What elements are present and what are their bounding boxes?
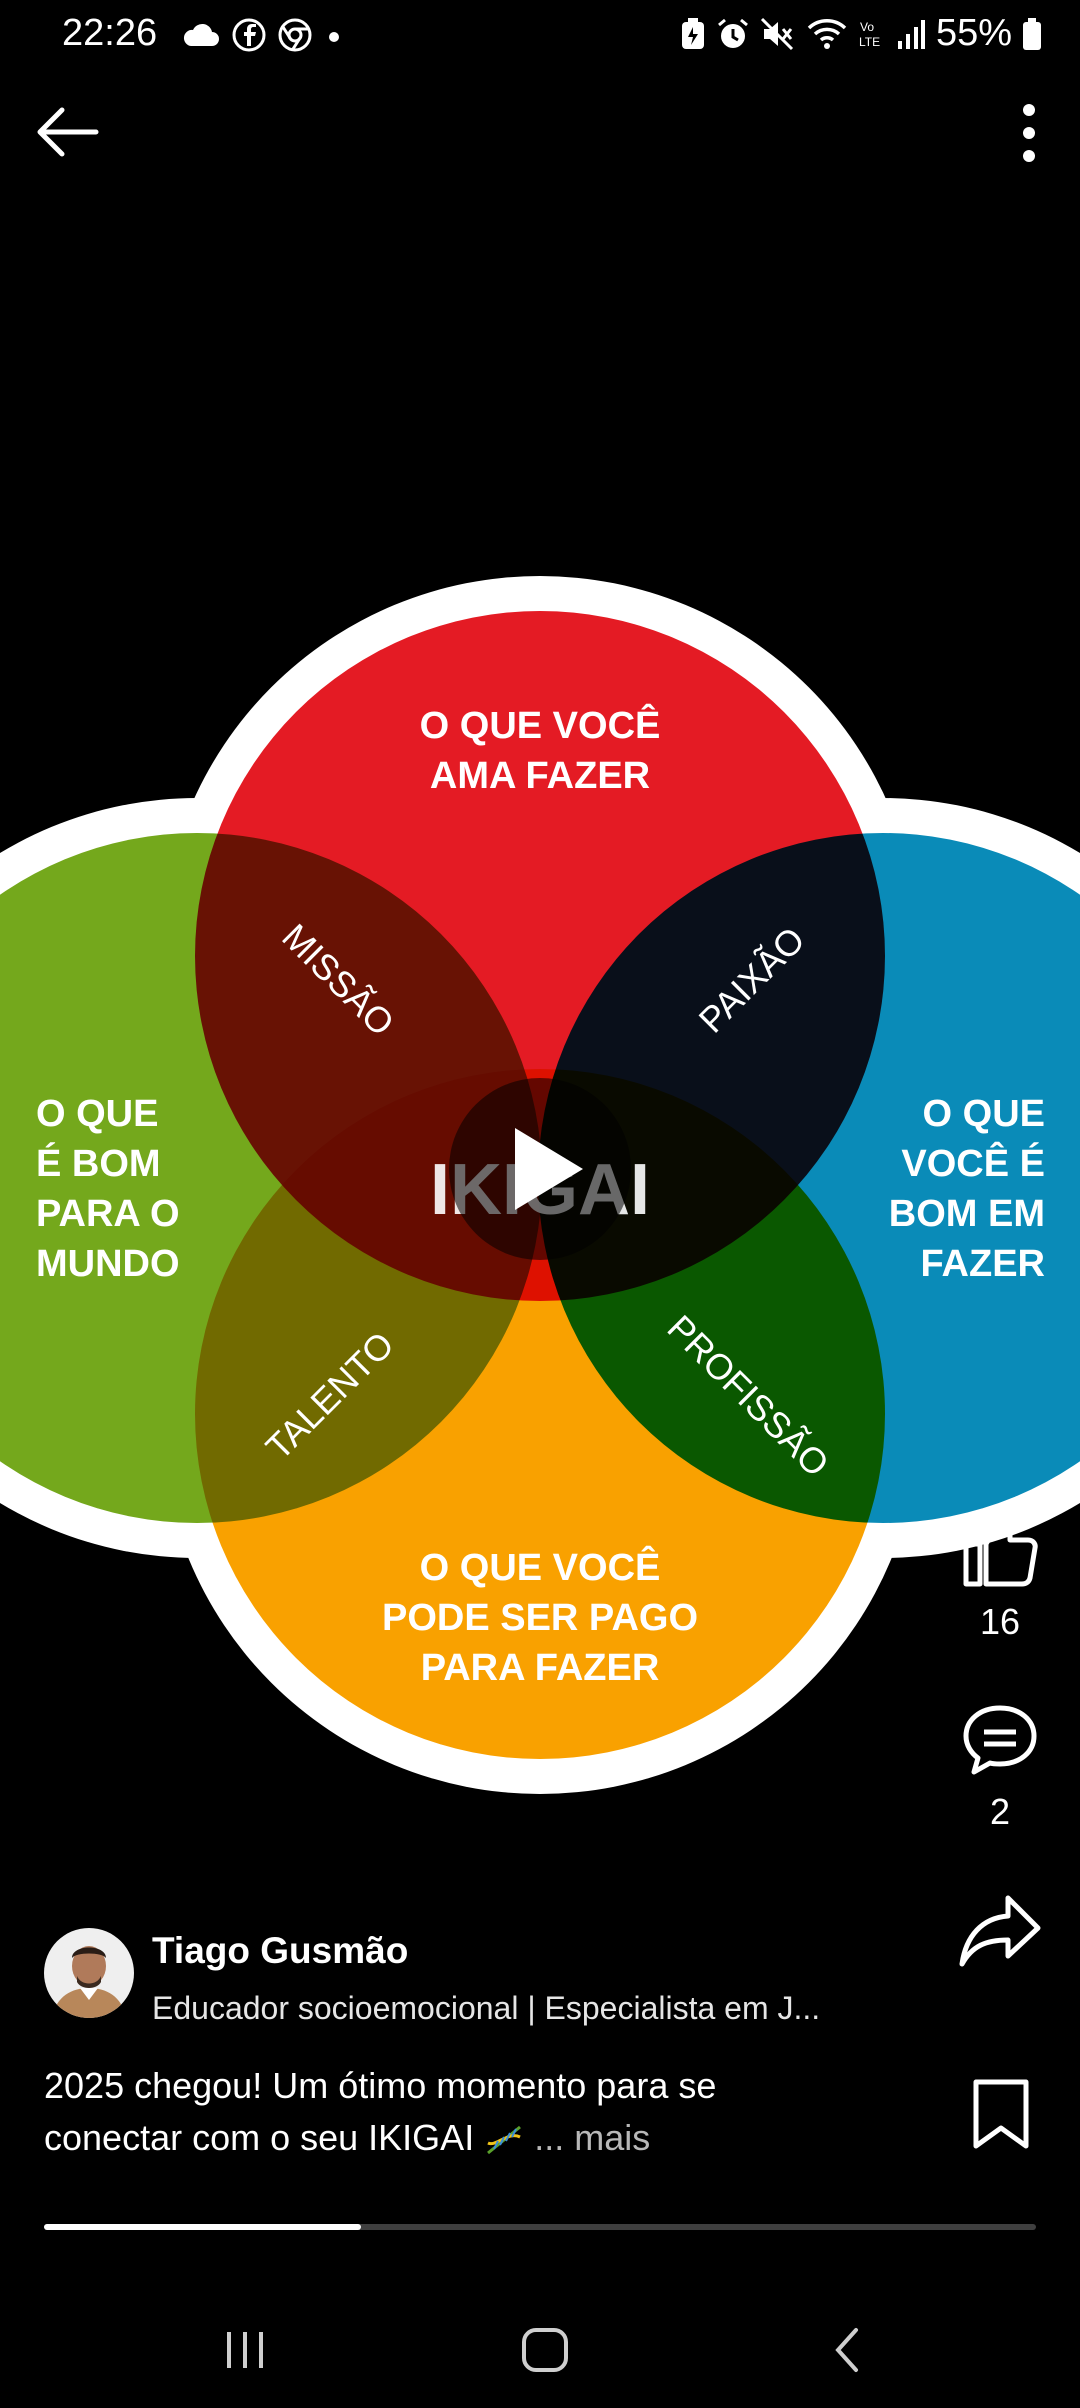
caption-line-2: conectar com o seu IKIGAI	[44, 2117, 475, 2158]
save-button[interactable]	[970, 2076, 1032, 2152]
svg-text:LTE: LTE	[859, 35, 880, 49]
caption[interactable]: 2025 chegou! Um ótimo momento para se co…	[44, 2060, 804, 2164]
battery-percent: 55%	[935, 12, 1012, 54]
comment-count: 2	[989, 1791, 1011, 1832]
see-more-link[interactable]: ... mais	[534, 2117, 651, 2158]
svg-text:Vo: Vo	[860, 20, 874, 34]
author-headline: Educador socioemocional | Especialista e…	[152, 1990, 821, 2026]
more-vertical-icon	[1023, 104, 1035, 162]
label-good-at-1: O QUE	[923, 1093, 1045, 1135]
label-paid-2: PODE SER PAGO	[382, 1597, 698, 1639]
share-icon	[959, 1895, 1041, 1967]
battery-saver-icon	[681, 17, 704, 49]
label-good-at-2: VOCÊ É	[901, 1141, 1045, 1185]
comment-button[interactable]: 2	[920, 1700, 1080, 1833]
top-bar	[0, 92, 1080, 174]
status-time: 22:26	[62, 12, 158, 54]
label-good-at-3: BOM EM	[889, 1193, 1045, 1235]
label-world-3: PARA O	[36, 1193, 180, 1235]
comment-icon	[963, 1705, 1037, 1775]
like-count: 16	[979, 1601, 1021, 1642]
system-nav-bar	[0, 2290, 1080, 2408]
caption-line-1: 2025 chegou! Um ótimo momento para se	[44, 2065, 717, 2106]
video-player[interactable]: O QUE VOCÊ AMA FAZER O QUE É BOM PARA O …	[0, 560, 1080, 1800]
video-progress-fill	[44, 2224, 362, 2230]
video-progress-bar[interactable]	[44, 2224, 1036, 2230]
dot-icon	[329, 32, 339, 42]
ikigai-diagram	[0, 611, 1080, 1759]
label-world-1: O QUE	[36, 1093, 158, 1135]
label-paid-3: PARA FAZER	[421, 1647, 660, 1689]
label-world-2: É BOM	[36, 1141, 161, 1185]
nav-back-icon	[835, 2328, 858, 2372]
dna-icon	[487, 2126, 522, 2155]
author-name[interactable]: Tiago Gusmão	[152, 1930, 409, 1971]
arrow-left-icon	[37, 107, 99, 157]
play-button[interactable]	[449, 1078, 631, 1260]
bookmark-icon	[973, 2079, 1029, 2149]
label-paid-1: O QUE VOCÊ	[420, 1545, 661, 1589]
back-button[interactable]	[32, 102, 102, 162]
share-button[interactable]	[920, 1890, 1080, 1975]
facebook-icon	[232, 18, 266, 52]
mute-icon	[760, 17, 793, 50]
cloud-icon	[183, 23, 219, 46]
battery-icon	[1023, 17, 1041, 50]
thumbs-up-icon	[963, 1515, 1038, 1587]
signal-icon	[897, 19, 925, 49]
nav-back-button[interactable]	[808, 2320, 888, 2380]
avatar[interactable]	[44, 1928, 134, 2018]
home-button[interactable]	[506, 2320, 586, 2380]
home-icon	[522, 2328, 568, 2372]
label-love-1: O QUE VOCÊ	[420, 703, 661, 747]
wifi-icon	[807, 18, 847, 49]
orange-circle	[195, 1069, 885, 1759]
label-love-2: AMA FAZER	[430, 755, 650, 797]
play-icon	[449, 1078, 631, 1260]
label-world-4: MUNDO	[36, 1243, 180, 1285]
recents-button[interactable]	[205, 2320, 285, 2380]
recents-icon	[227, 2332, 263, 2368]
label-good-at-4: FAZER	[920, 1243, 1045, 1285]
more-options-button[interactable]	[1004, 98, 1054, 168]
author-photo	[44, 1928, 134, 2018]
like-button[interactable]: 16	[920, 1510, 1080, 1643]
alarm-icon	[717, 18, 748, 48]
chrome-icon	[278, 18, 312, 52]
